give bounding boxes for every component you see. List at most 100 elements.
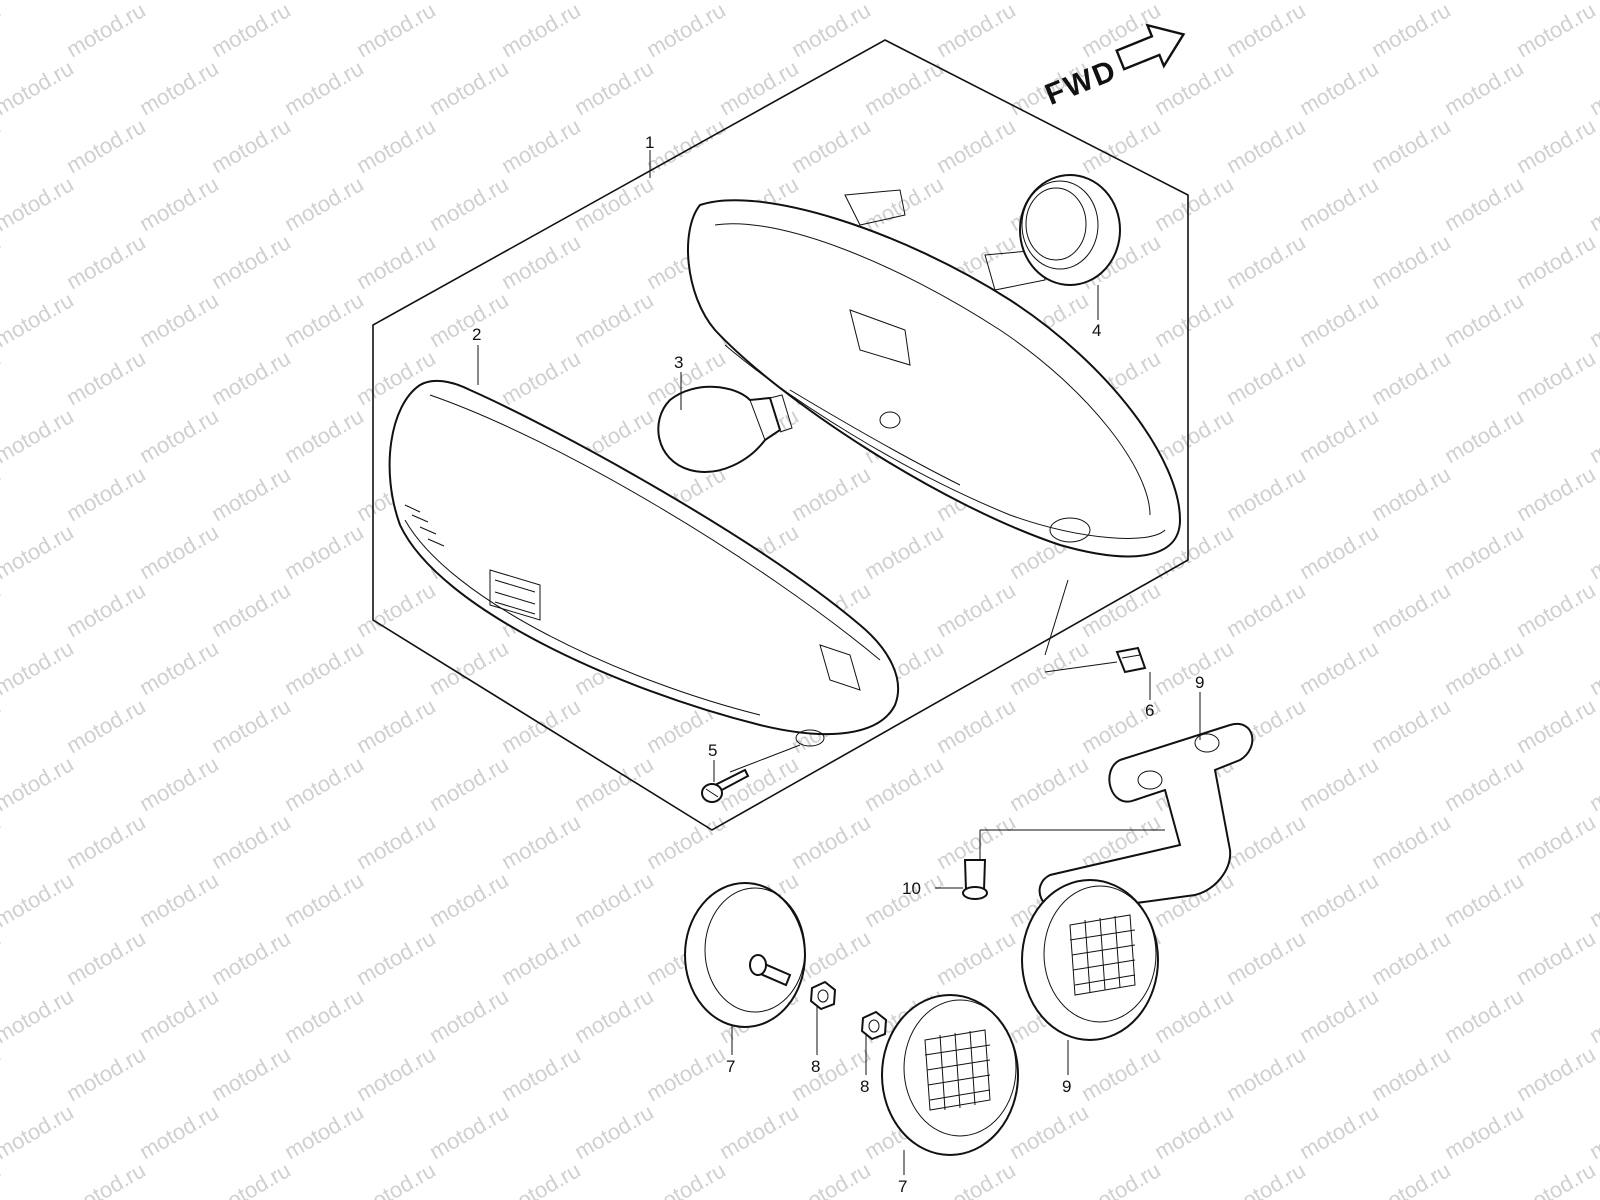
watermark-text: motod.ru (1367, 809, 1455, 874)
watermark-text: motod.ru (135, 635, 223, 700)
watermark-text: motod.ru (1367, 1157, 1455, 1200)
watermark-text: motod.ru (135, 1099, 223, 1164)
watermark-text: motod.ru (0, 693, 5, 758)
callout-9a: 9 (1195, 673, 1204, 692)
watermark-text: motod.ru (207, 577, 295, 642)
watermark-text: motod.ru (0, 751, 78, 816)
watermark-text: motod.ru (135, 403, 223, 468)
watermark-text: motod.ru (62, 925, 150, 990)
watermark-text: motod.ru (1005, 751, 1093, 816)
watermark-text: motod.ru (787, 461, 875, 526)
watermark-text: motod.ru (1295, 867, 1383, 932)
watermark-text: motod.ru (787, 1157, 875, 1200)
watermark-text: motod.ru (62, 577, 150, 642)
watermark-text: motod.ru (1585, 171, 1600, 236)
watermark-text: motod.ru (1295, 519, 1383, 584)
watermark-text: motod.ru (352, 229, 440, 294)
watermark-text: motod.ru (1367, 113, 1455, 178)
watermark-text: motod.ru (1512, 809, 1600, 874)
watermark-text: motod.ru (497, 809, 585, 874)
watermark-text: motod.ru (932, 577, 1020, 642)
watermark-text: motod.ru (207, 113, 295, 178)
watermark-text: motod.ru (932, 0, 1020, 62)
watermark-text: motod.ru (1585, 287, 1600, 352)
clip-nut (1115, 646, 1147, 674)
callout-6: 6 (1145, 701, 1154, 720)
callout-1: 1 (645, 133, 654, 152)
watermark-text: motod.ru (570, 983, 658, 1048)
watermark-text: motod.ru (62, 809, 150, 874)
watermark-text: motod.ru (497, 693, 585, 758)
watermark-text: motod.ru (1367, 345, 1455, 410)
watermark-text: motod.ru (932, 1157, 1020, 1200)
watermark-text: motod.ru (425, 55, 513, 120)
watermark-text: motod.ru (135, 519, 223, 584)
watermark-text: motod.ru (135, 751, 223, 816)
watermark-text: motod.ru (62, 693, 150, 758)
watermark-text: motod.ru (570, 287, 658, 352)
callout-9b: 9 (1062, 1077, 1071, 1096)
watermark-text: motod.ru (1222, 1157, 1310, 1200)
watermark-text: motod.ru (352, 0, 440, 62)
watermark-text: motod.ru (425, 867, 513, 932)
watermark-text: motod.ru (135, 287, 223, 352)
watermark-text: motod.ru (352, 1157, 440, 1200)
watermark-text: motod.ru (135, 55, 223, 120)
watermark-text: motod.ru (62, 0, 150, 62)
watermark-text: motod.ru (280, 1099, 368, 1164)
watermark-text: motod.ru (280, 751, 368, 816)
watermark-text: motod.ru (135, 983, 223, 1048)
watermark-text: motod.ru (1222, 0, 1310, 62)
watermark-text: motod.ru (570, 171, 658, 236)
watermark-text: motod.ru (1512, 577, 1600, 642)
callout-8b: 8 (860, 1077, 869, 1096)
watermark-text: motod.ru (642, 1157, 730, 1200)
watermark-text: motod.ru (135, 867, 223, 932)
watermark-text: motod.ru (570, 55, 658, 120)
watermark-text: motod.ru (1295, 751, 1383, 816)
watermark-text: motod.ru (1367, 229, 1455, 294)
watermark-text: motod.ru (715, 0, 803, 4)
callout-7b: 7 (898, 1177, 907, 1196)
watermark-text: motod.ru (570, 867, 658, 932)
watermark-text: motod.ru (425, 0, 513, 4)
watermark-text: motod.ru (1005, 1099, 1093, 1164)
watermark-text: motod.ru (1440, 519, 1528, 584)
watermark-text: motod.ru (1150, 635, 1238, 700)
watermark-text: motod.ru (1150, 983, 1238, 1048)
watermark-text: motod.ru (207, 1157, 295, 1200)
watermark-text: motod.ru (1295, 403, 1383, 468)
watermark-text: motod.ru (352, 693, 440, 758)
watermark-text: motod.ru (1367, 693, 1455, 758)
watermark-text: motod.ru (1512, 925, 1600, 990)
watermark-text: motod.ru (1222, 925, 1310, 990)
watermark-text: motod.ru (497, 229, 585, 294)
tail-lamp-lens (388, 379, 900, 747)
reflector-rear-right (1021, 879, 1159, 1041)
watermark-text: motod.ru (207, 1041, 295, 1106)
watermark-text: motod.ru (207, 461, 295, 526)
watermark-text: motod.ru (1367, 925, 1455, 990)
watermark-text: motod.ru (1512, 113, 1600, 178)
watermark-text: motod.ru (860, 0, 948, 4)
watermark-text: motod.ru (932, 925, 1020, 990)
nut-right (860, 1010, 888, 1041)
watermark-text: motod.ru (860, 519, 948, 584)
watermark-text: motod.ru (280, 635, 368, 700)
watermark-text: motod.ru (0, 577, 5, 642)
watermark-text: motod.ru (1367, 577, 1455, 642)
watermark-text: motod.ru (932, 113, 1020, 178)
watermark-text: motod.ru (1295, 171, 1383, 236)
watermark-text: motod.ru (1005, 0, 1093, 4)
watermark-text: motod.ru (1150, 287, 1238, 352)
watermark-text: motod.ru (280, 403, 368, 468)
callout-10: 10 (902, 879, 921, 898)
watermark-text: motod.ru (1440, 0, 1528, 4)
watermark-text: motod.ru (425, 983, 513, 1048)
watermark-text: motod.ru (0, 403, 78, 468)
watermark-text: motod.ru (0, 925, 5, 990)
watermark-text: motod.ru (425, 171, 513, 236)
watermark-text: motod.ru (62, 461, 150, 526)
callout-labels: 1 2 3 4 5 6 9 10 7 8 8 7 9 (472, 133, 1204, 1196)
